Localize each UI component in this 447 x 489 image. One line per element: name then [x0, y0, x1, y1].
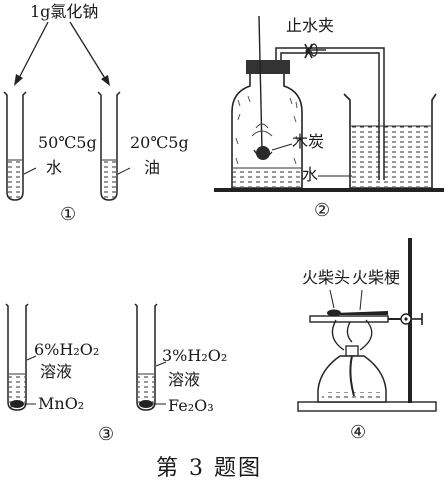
water-clamp: [304, 43, 326, 59]
mno2-solid: [10, 400, 24, 408]
test-tube-water: [3, 91, 27, 201]
solution: [9, 374, 25, 408]
experiment-2: [214, 15, 444, 192]
water-liquid: [8, 160, 22, 198]
arrow-left-line: [17, 21, 49, 81]
solution-label-left: 溶液: [40, 362, 73, 381]
beaker-water: [351, 126, 431, 187]
leader-line: [117, 167, 131, 175]
leader-line: [23, 167, 37, 175]
mno2-label: MnO₂: [38, 394, 85, 413]
h2o2-6pct-label: 6%H₂O₂: [34, 340, 100, 359]
charcoal: [256, 146, 270, 160]
figure-caption: 第 3 题图: [156, 456, 262, 481]
match-head: [327, 309, 341, 317]
match-stick-label: 火柴梗: [352, 268, 401, 287]
leader-line: [26, 355, 37, 361]
experiment-2-number: ②: [314, 200, 331, 221]
copper-plate: [309, 315, 389, 323]
combustion-spoon-rod: [258, 15, 263, 151]
leader-line: [155, 361, 167, 367]
experiment-3-number: ③: [98, 424, 115, 445]
fe2o3-label: Fe₂O₃: [168, 396, 214, 415]
experiment-1-number: ①: [60, 204, 77, 225]
oil-liquid: [102, 160, 116, 198]
experiment-4: [297, 238, 437, 412]
leader-line: [359, 289, 363, 311]
experiment-1: [3, 21, 131, 201]
sodium-chloride-label: 1g氯化钠: [30, 2, 99, 21]
glass-tube-outer: [275, 47, 385, 180]
tube-oil-liquid: 油: [144, 158, 161, 177]
alcohol-lamp: [317, 345, 387, 403]
tube-oil-condition: 20℃5g: [130, 133, 189, 152]
fe2o3-solid: [139, 400, 153, 408]
water-label: 水: [302, 165, 319, 184]
solution-label-right: 溶液: [168, 370, 201, 389]
leader-line: [271, 143, 293, 151]
glass-tube-inner: [280, 52, 380, 180]
h2o2-3pct-label: 3%H₂O₂: [162, 346, 228, 365]
charcoal-label: 木炭: [292, 132, 325, 151]
match-stick: [334, 311, 388, 315]
water-clamp-label: 止水夹: [286, 16, 335, 35]
test-tube-fe2o3: [134, 303, 158, 411]
match-head-label: 火柴头: [302, 268, 351, 287]
test-tube-oil: [97, 91, 121, 201]
flame-lines: [251, 123, 273, 137]
flame: [331, 319, 373, 351]
gas-jar: [231, 60, 303, 189]
bench: [214, 188, 444, 192]
leader-line: [329, 289, 335, 309]
test-tube-mno2: [5, 303, 29, 411]
arrow-left-head: [14, 74, 23, 86]
experiment-3: [5, 303, 167, 411]
tube-water-liquid: 水: [46, 158, 63, 177]
experiment-4-number: ④: [350, 422, 367, 443]
beaker: [343, 93, 437, 189]
water-in-jar: [233, 168, 301, 187]
stand-base: [297, 401, 437, 412]
arrow-right-head: [101, 75, 110, 86]
tube-water-condition: 50℃5g: [38, 133, 97, 152]
solution: [138, 374, 154, 408]
arrow-right-line: [69, 21, 107, 81]
stopper: [246, 60, 290, 74]
